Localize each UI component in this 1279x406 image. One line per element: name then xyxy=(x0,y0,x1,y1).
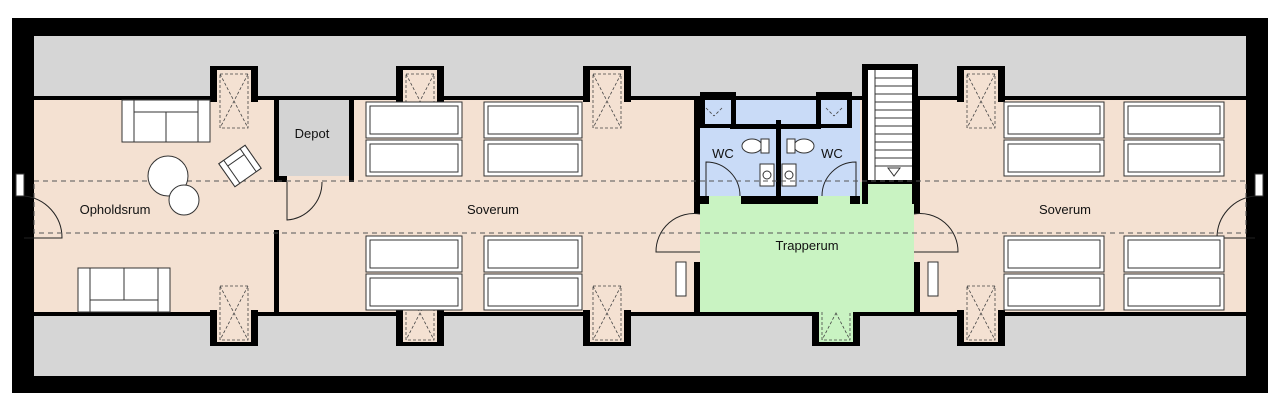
skylight-marks xyxy=(219,73,996,341)
wc-divider xyxy=(776,120,781,200)
radiator xyxy=(927,261,939,297)
room-label-wc-right: WC xyxy=(821,146,843,161)
end-window-east xyxy=(1254,173,1264,197)
toilet-icon xyxy=(741,138,770,154)
end-window-west xyxy=(15,173,25,197)
wc-door-right xyxy=(821,161,857,197)
stair-hall xyxy=(700,204,914,312)
beds-east xyxy=(1003,101,1225,311)
wc-west-wall xyxy=(694,96,700,214)
stair-treads xyxy=(874,70,912,180)
depot-room xyxy=(279,100,349,176)
partition-wall xyxy=(274,230,279,312)
round-stool xyxy=(168,184,200,216)
wc-door-left xyxy=(705,161,741,197)
sink-icon xyxy=(781,163,797,187)
sink-icon xyxy=(759,163,775,187)
room-label-soverum-east: Soverum xyxy=(1039,202,1091,217)
toilet-icon xyxy=(786,138,815,154)
stair-arrow-icon xyxy=(887,167,901,177)
armchair xyxy=(218,144,262,188)
depot-door xyxy=(286,181,323,221)
radiator xyxy=(675,261,687,297)
beds-west xyxy=(365,101,583,311)
room-label-opholdsrum: Opholdsrum xyxy=(80,202,151,217)
roof-ridge-line xyxy=(33,180,1247,234)
door-east xyxy=(1216,195,1256,239)
door-west xyxy=(23,195,63,239)
room-label-wc-left: WC xyxy=(712,146,734,161)
room-label-depot: Depot xyxy=(295,126,330,141)
room-label-soverum-west: Soverum xyxy=(467,202,519,217)
west-hall-door xyxy=(655,213,701,253)
sofa xyxy=(77,267,171,313)
room-label-trapperum: Trapperum xyxy=(775,238,838,253)
sofa xyxy=(121,99,211,143)
dormer-bays-top xyxy=(210,66,1005,102)
east-hall-door xyxy=(913,213,959,253)
